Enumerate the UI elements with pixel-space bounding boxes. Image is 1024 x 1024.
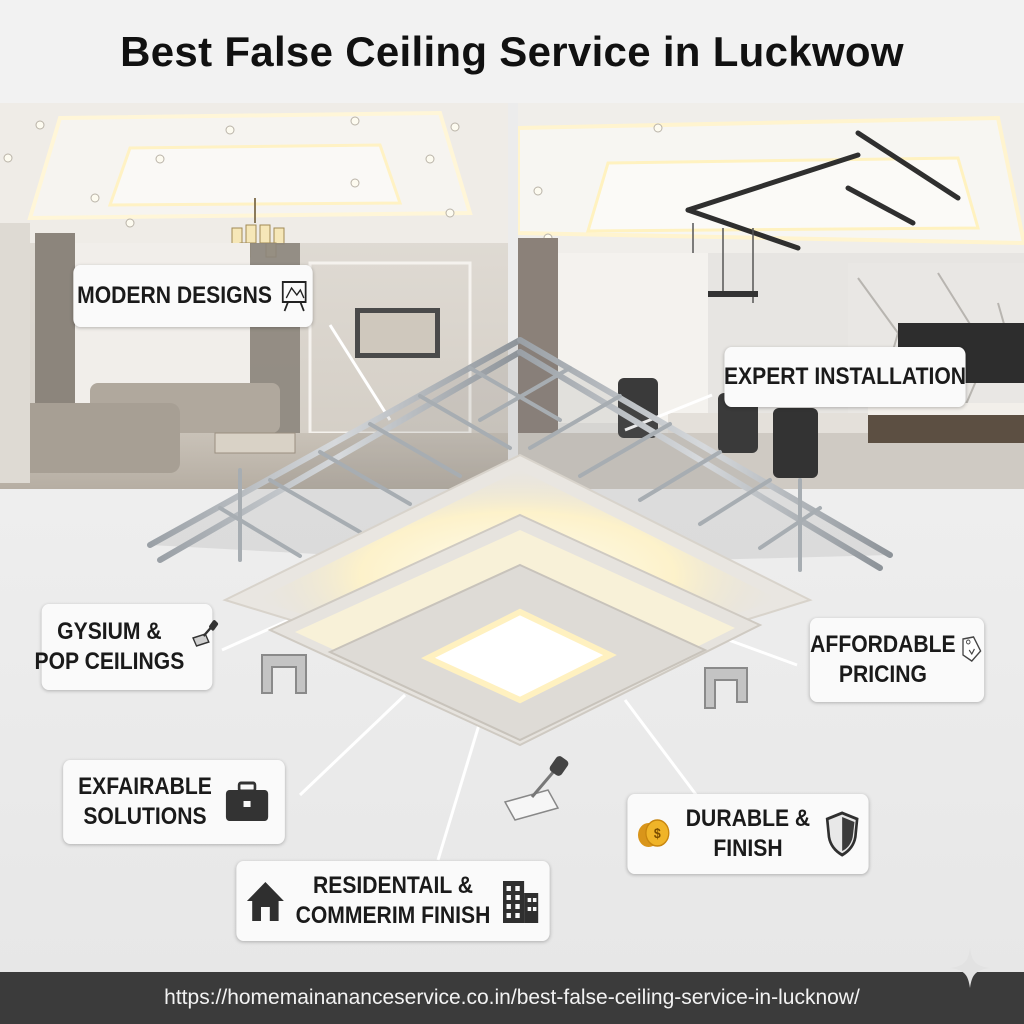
durable-line2: FINISH [713, 835, 783, 862]
affordable-line2: PRICING [838, 661, 927, 688]
exfairable-solutions-callout: EXFAIRABLE SOLUTIONS [63, 760, 285, 844]
briefcase-icon [225, 781, 269, 821]
residential-line1: RESIDENTAIL & [313, 872, 473, 899]
price-tag-icon [962, 636, 982, 662]
blueprint-easel-icon [281, 281, 307, 312]
footer-url-bar: https://homemainananceservice.co.in/best… [0, 972, 1024, 1024]
gypsum-line2: POP CEILINGS [34, 648, 185, 675]
modern-designs-label: MODERN DESIGNS [77, 282, 272, 309]
trowel-icon [192, 620, 219, 647]
office-building-icon [502, 881, 538, 923]
footer-url: https://homemainananceservice.co.in/best… [164, 986, 860, 1009]
shield-icon [825, 811, 859, 857]
exfairable-line2: SOLUTIONS [83, 803, 207, 830]
residential-line2: COMMERIM FINISH [295, 902, 491, 929]
durable-line1: DURABLE & [685, 805, 811, 832]
modern-designs-callout: MODERN DESIGNS [73, 265, 313, 327]
sparkle-icon [950, 948, 990, 988]
page-title: Best False Ceiling Service in Luckwow [0, 0, 1024, 103]
expert-installation-callout: EXPERT INSTALLATION [723, 347, 967, 407]
affordable-line1: AFFORDABLE [810, 631, 956, 658]
office-room-photo [518, 103, 1024, 489]
affordable-pricing-callout: AFFORDABLE PRICING [809, 618, 985, 702]
exfairable-line1: EXFAIRABLE [78, 773, 212, 800]
durable-finish-callout: $ DURABLE & FINISH [627, 794, 869, 874]
expert-installation-label: EXPERT INSTALLATION [723, 363, 967, 390]
coin-icon: $ [638, 819, 670, 847]
house-icon [247, 882, 285, 921]
svg-text:$: $ [654, 825, 661, 841]
gypsum-pop-callout: GYSIUM & POP CEILINGS [34, 604, 219, 690]
residential-commercial-callout: RESIDENTAIL & COMMERIM FINISH [236, 861, 550, 941]
gypsum-line1: GYSIUM & [57, 618, 162, 645]
